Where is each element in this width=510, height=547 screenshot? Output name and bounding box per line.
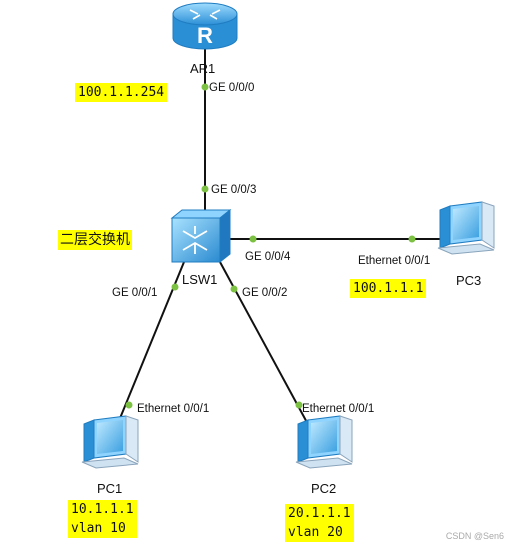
port-label-lsw1-ge004: GE 0/0/4 — [245, 251, 291, 263]
port-label-lsw1-ge001: GE 0/0/1 — [112, 287, 157, 299]
device-name-pc2: PC2 — [311, 481, 336, 496]
ar1-ip-note: 100.1.1.254 — [75, 83, 168, 102]
device-name-lsw1: LSW1 — [182, 272, 217, 287]
port-dot-pc2-eth — [295, 401, 303, 409]
device-name-pc3: PC3 — [456, 273, 481, 288]
pc2-note: 20.1.1.1 vlan 20 — [285, 504, 354, 542]
watermark: CSDN @Sen6 — [445, 531, 504, 541]
svg-text:R: R — [197, 23, 213, 48]
port-dot-pc1-eth — [125, 401, 133, 409]
pc1-note: 10.1.1.1 vlan 10 — [68, 500, 137, 538]
port-dot-lsw1-ge003 — [201, 185, 209, 193]
port-label-pc3-eth: Ethernet 0/0/1 — [358, 255, 430, 267]
device-name-ar1: AR1 — [190, 61, 215, 76]
port-dot-lsw1-ge002 — [230, 285, 238, 293]
pc2-ip-note: 20.1.1.1 — [285, 504, 354, 523]
port-label-pc1-eth: Ethernet 0/0/1 — [137, 403, 209, 415]
pc2-vlan-note: vlan 20 — [285, 523, 354, 542]
device-name-pc1: PC1 — [97, 481, 122, 496]
port-dot-ar1-ge000 — [201, 83, 209, 91]
port-dot-lsw1-ge001 — [171, 283, 179, 291]
port-label-pc2-eth: Ethernet 0/0/1 — [302, 403, 374, 415]
pc-icon[interactable] — [81, 415, 139, 469]
pc1-vlan-note: vlan 10 — [68, 519, 137, 538]
link-lsw1-pc1 — [115, 261, 185, 429]
switch-icon[interactable] — [170, 208, 232, 264]
pc-icon[interactable] — [437, 201, 495, 255]
port-label-lsw1-ge003: GE 0/0/3 — [211, 184, 256, 196]
pc-icon[interactable] — [295, 415, 353, 469]
router-icon[interactable]: R — [172, 2, 238, 50]
switch-type-note: 二层交换机 — [58, 230, 132, 250]
port-dot-lsw1-ge004 — [249, 235, 257, 243]
port-label-lsw1-ge002: GE 0/0/2 — [242, 287, 287, 299]
pc3-ip-note: 100.1.1.1 — [350, 279, 427, 298]
port-dot-pc3-eth — [408, 235, 416, 243]
port-label-ar1-ge000: GE 0/0/0 — [209, 82, 254, 94]
pc1-ip-note: 10.1.1.1 — [68, 500, 137, 519]
